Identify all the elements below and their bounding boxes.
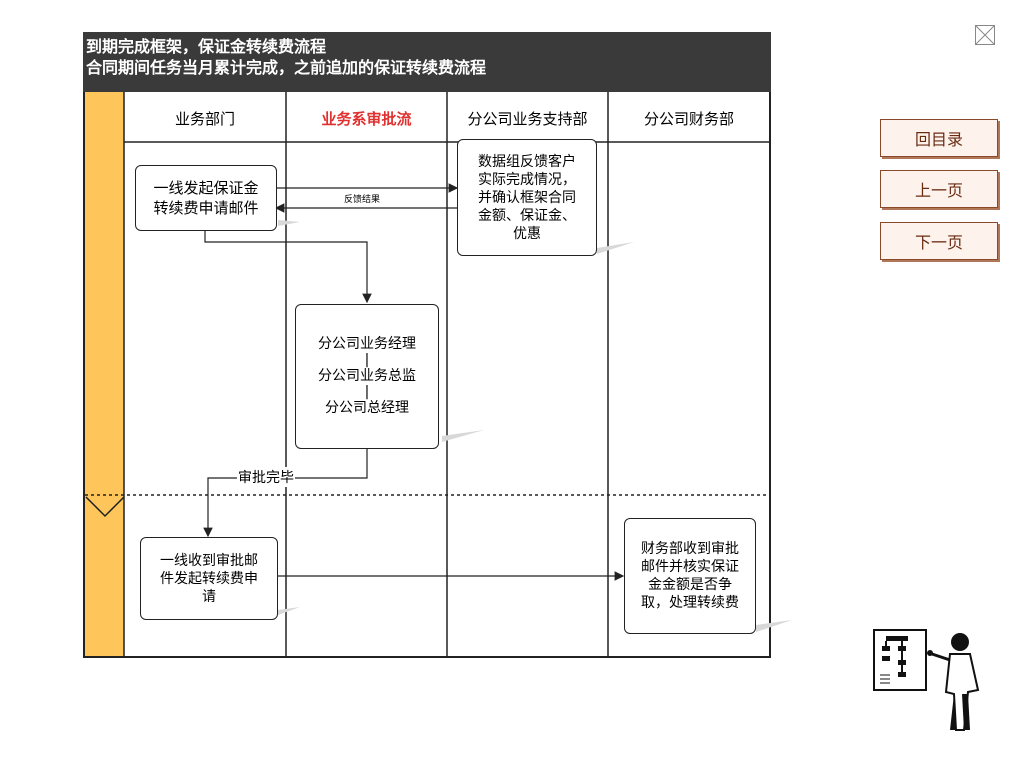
box-line: 并确认框架合同 (478, 189, 576, 206)
box-line: 财务部收到审批 (641, 541, 739, 557)
box-line: 请 (202, 588, 216, 605)
presenter-flowchart-icon (873, 629, 980, 731)
box-line: 转续费申请邮件 (153, 199, 259, 217)
box-line: 邮件并核实保证 (641, 559, 739, 575)
box-line: 一线收到审批邮 (160, 552, 258, 569)
box-line: 分公司业务总监 (318, 368, 416, 384)
lane-header-finance: 分公司财务部 (643, 109, 734, 128)
title-line-2: 合同期间任务当月累计完成，之前追加的保证转续费流程 (86, 58, 487, 77)
box-line: | (364, 384, 370, 400)
toc-button[interactable]: 回目录 (880, 119, 998, 157)
box-line: 取，处理转续费 (641, 595, 739, 611)
approval-chain-box: 分公司业务经理 | 分公司业务总监 | 分公司总经理 (295, 304, 439, 449)
next-page-button[interactable]: 下一页 (880, 222, 998, 260)
box-line: 一线发起保证金 (153, 179, 259, 197)
box-line: 金金额是否争 (648, 577, 732, 593)
box-line: 分公司业务经理 (318, 336, 416, 352)
diagram-title: 到期完成框架，保证金转续费流程 合同期间任务当月累计完成，之前追加的保证转续费流… (83, 32, 771, 92)
box-line: 分公司总经理 (325, 400, 409, 416)
lane-header-approval: 业务系审批流 (321, 109, 412, 128)
receive-approval-box: 一线收到审批邮 件发起转续费申 请 (140, 537, 278, 620)
box-line: 实际完成情况， (478, 171, 576, 188)
box-line: 优惠 (513, 225, 541, 242)
box-line: 件发起转续费申 (160, 570, 258, 587)
close-icon[interactable] (975, 25, 995, 45)
start-request-box: 一线发起保证金 转续费申请邮件 (135, 165, 277, 231)
box-line: | (364, 352, 370, 368)
lane-header-support: 分公司业务支持部 (467, 109, 588, 128)
box-line: 数据组反馈客户 (478, 153, 576, 170)
lane-header-business: 业务部门 (174, 109, 235, 128)
approval-done-label: 审批完毕 (237, 467, 295, 487)
phase-band (85, 92, 124, 656)
prev-page-button[interactable]: 上一页 (880, 170, 998, 208)
title-line-1: 到期完成框架，保证金转续费流程 (86, 37, 327, 56)
feedback-label: 反馈结果 (344, 195, 381, 205)
data-team-feedback-box: 数据组反馈客户 实际完成情况， 并确认框架合同 金额、保证金、 优惠 (457, 139, 597, 256)
finance-process-box: 财务部收到审批 邮件并核实保证 金金额是否争 取，处理转续费 (624, 518, 756, 634)
box-line: 金额、保证金、 (478, 207, 576, 224)
